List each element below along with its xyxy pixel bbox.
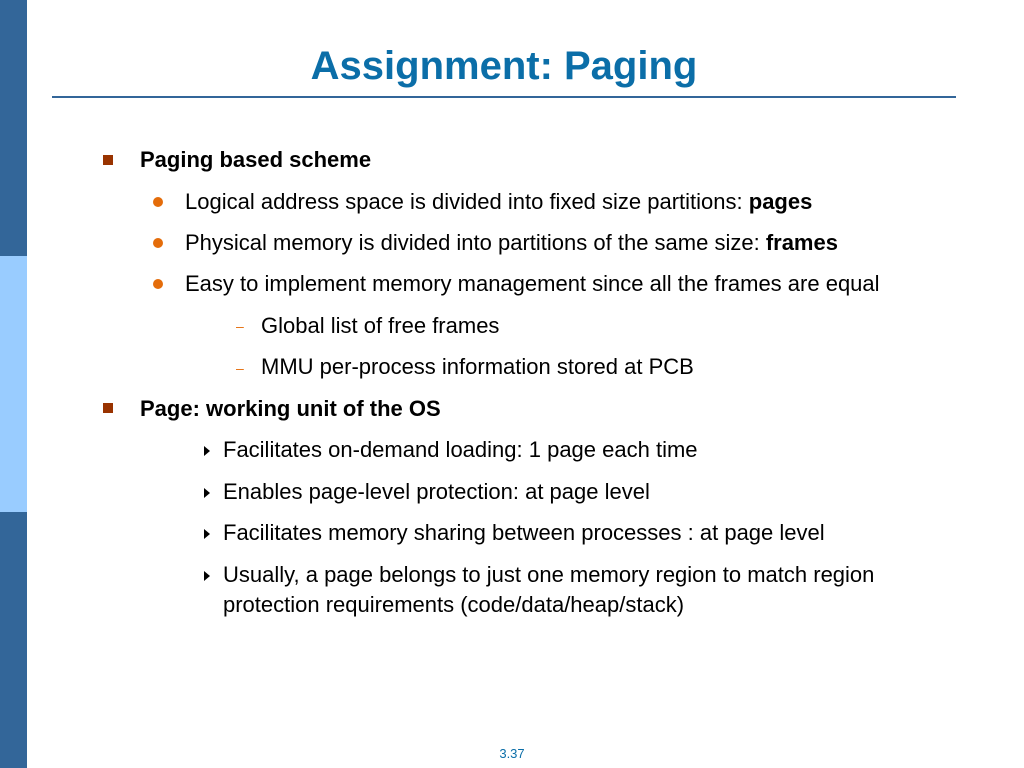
bullet-sharing: Facilitates memory sharing between proce… [223,520,825,545]
bullet-memory-region-line1: Usually, a page belongs to just one memo… [223,562,875,587]
bullet-memory-region-line2: protection requirements (code/data/heap/… [223,592,685,617]
title-divider [52,96,956,98]
dash-bullet-icon: – [236,318,244,334]
bullet-mmu-info: MMU per-process information stored at PC… [261,354,694,379]
bullet-page-unit: Page: working unit of the OS [140,396,441,421]
square-bullet-icon [103,403,113,413]
bullet-text: Logical address space is divided into fi… [185,189,749,214]
square-bullet-icon [103,155,113,165]
triangle-bullet-icon [204,529,210,539]
triangle-bullet-icon [204,571,210,581]
bullet-global-list: Global list of free frames [261,313,500,338]
bullet-bold: frames [765,230,838,255]
triangle-bullet-icon [204,446,210,456]
dot-bullet-icon [153,279,163,289]
slide-title: Assignment: Paging [310,44,698,88]
side-bar-middle [0,256,27,512]
bullet-logical-address: Logical address space is divided into fi… [185,189,812,215]
side-bar-bottom [0,512,27,768]
bullet-protection: Enables page-level protection: at page l… [223,479,650,504]
bullet-paging-scheme: Paging based scheme [140,147,372,172]
dot-bullet-icon [153,197,163,207]
side-bar-top [0,0,27,256]
bullet-bold: pages [748,189,813,214]
dash-bullet-icon: – [236,360,244,376]
bullet-easy-to-implement: Easy to implement memory management sinc… [185,271,880,296]
triangle-bullet-icon [204,488,210,498]
dot-bullet-icon [153,238,163,248]
bullet-physical-memory: Physical memory is divided into partitio… [185,230,838,256]
bullet-text: Physical memory is divided into partitio… [185,230,766,255]
page-number: 3.37 [499,746,525,761]
bullet-on-demand: Facilitates on-demand loading: 1 page ea… [223,437,698,462]
